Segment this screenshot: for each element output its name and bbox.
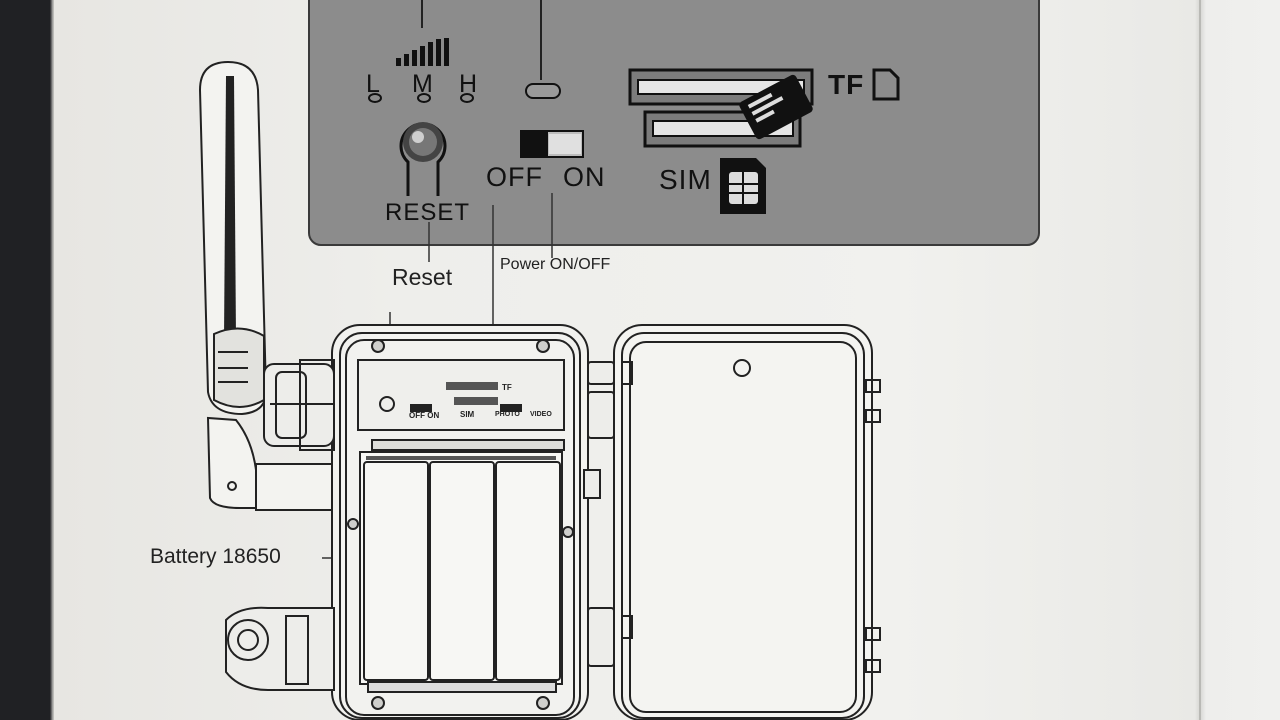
signal-strength-icon <box>396 38 449 66</box>
battery-callout: Battery 18650 <box>150 545 281 568</box>
camera-housing <box>225 324 615 720</box>
camera-door <box>613 324 881 720</box>
control-panel-zoom <box>308 0 1040 246</box>
led-label-m: M <box>412 70 434 98</box>
mini-tf-label: TF <box>502 383 512 392</box>
control-panel-small <box>357 359 565 431</box>
battery-compartment <box>359 451 563 685</box>
mini-sim-label: SIM <box>460 410 475 419</box>
sd-card-icon <box>872 68 900 101</box>
micro-sd-card-icon <box>739 74 813 140</box>
power-switch-zoom <box>520 130 584 158</box>
power-callout: Power ON/OFF <box>500 256 611 273</box>
status-led <box>525 83 561 99</box>
reset-label-panel: RESET <box>385 199 471 226</box>
reset-button-zoom <box>399 122 447 196</box>
mini-video-label: VIDEO <box>530 411 552 418</box>
antenna <box>198 60 337 511</box>
mini-offon-label: OFF ON <box>409 411 440 420</box>
door-hole <box>733 359 751 377</box>
manual-page <box>53 0 1201 720</box>
sim-card-icon <box>720 158 766 214</box>
sim-label: SIM <box>659 164 712 195</box>
mini-photo-label: PHOTO <box>495 411 520 418</box>
on-label: ON <box>563 162 606 192</box>
led-label-l: L <box>366 70 381 98</box>
reset-callout: Reset <box>392 264 453 290</box>
off-label: OFF <box>486 162 543 192</box>
led-label-h: H <box>459 70 479 98</box>
led-indicators <box>368 93 474 103</box>
tf-label: TF <box>828 69 865 100</box>
